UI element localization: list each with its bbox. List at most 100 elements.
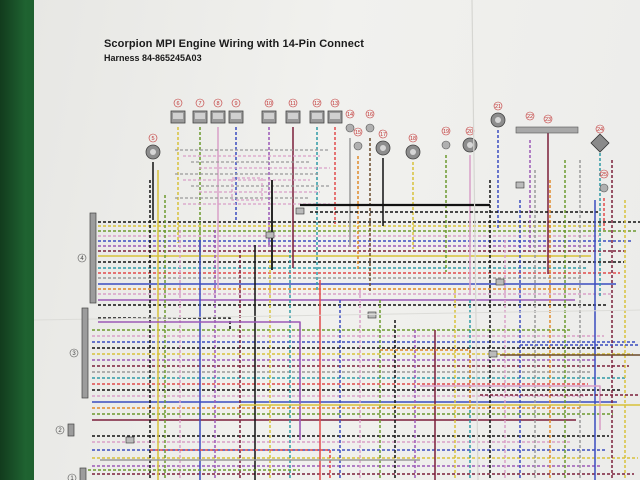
connector-block (67, 423, 75, 437)
callout-circle (330, 98, 340, 108)
callout-circle (595, 124, 605, 134)
sensor-face (410, 149, 416, 155)
callout-number: 3 (72, 351, 76, 357)
connector-pins (330, 113, 340, 119)
callout-number: 1 (70, 476, 74, 480)
sensor-face (150, 149, 156, 155)
splice-point (125, 436, 135, 444)
connector-pins (288, 113, 298, 119)
route-wire (380, 349, 471, 410)
callout-number: 17 (380, 132, 386, 138)
connector-block (79, 467, 87, 480)
callout-circle (441, 126, 451, 136)
route-wire (150, 449, 331, 480)
callout-number: 13 (332, 101, 338, 107)
connector-block (81, 307, 89, 399)
callout-number: 20 (467, 129, 473, 135)
diagram-title: Scorpion MPI Engine Wiring with 14-Pin C… (104, 38, 364, 50)
callout-number: 24 (597, 127, 603, 133)
callout-number: 2 (58, 428, 62, 434)
paper-fold (33, 309, 640, 321)
callout-circle (543, 114, 553, 124)
component-12: 12 (309, 98, 325, 124)
callout-number: 10 (266, 101, 272, 107)
component-25: 25 (599, 169, 609, 193)
callout-number: 8 (216, 101, 219, 107)
callout-circle (288, 98, 298, 108)
component-16: 16 (365, 109, 375, 133)
component-20: 20 (462, 126, 478, 153)
callout-number: 11 (290, 101, 296, 107)
sensor-face (467, 142, 473, 148)
splice-point (295, 207, 305, 215)
connector-pins (231, 113, 241, 119)
callout-circle (365, 109, 375, 119)
callout-circle (148, 133, 158, 143)
component-10: 10 (261, 98, 277, 124)
route-wire (98, 317, 231, 330)
callout-number: 14 (347, 112, 353, 118)
splice-point (367, 311, 377, 319)
component-5: 5 (145, 133, 161, 160)
component-24: 24 (590, 124, 610, 153)
diagram-sheet (34, 0, 640, 480)
connector-pins (173, 113, 183, 119)
component-17: 17 (375, 129, 391, 156)
component-7: 7 (192, 98, 208, 124)
callout-circle (77, 253, 87, 263)
callout-number: 16 (367, 112, 373, 118)
component-14: 14 (345, 109, 355, 133)
callout-circle (173, 98, 183, 108)
callout-number: 23 (545, 117, 551, 123)
callout-circle (195, 98, 205, 108)
side-connector-1: 1 (67, 467, 87, 480)
splice-point (265, 231, 275, 239)
callout-circle (599, 169, 609, 179)
callout-number: 25 (601, 172, 607, 178)
terminal-strip (515, 126, 579, 134)
callout-circle (312, 98, 322, 108)
callout-circle (525, 111, 535, 121)
sensor-body (365, 123, 375, 133)
wire-layer (88, 127, 640, 480)
callout-circle (264, 98, 274, 108)
route-wire (98, 321, 301, 440)
component-22: 22 (515, 111, 579, 134)
callout-number: 22 (527, 114, 533, 120)
component-19: 19 (441, 126, 451, 150)
sensor-body (353, 141, 363, 151)
callout-number: 21 (495, 104, 501, 110)
connector-pins (213, 113, 223, 119)
side-connector-3: 3 (69, 307, 89, 399)
splice-loop (231, 177, 263, 201)
callout-number: 6 (176, 101, 179, 107)
component-21: 21 (490, 101, 506, 128)
component-13: 13 (327, 98, 343, 124)
callout-circle (378, 129, 388, 139)
component-6: 6 (170, 98, 186, 124)
route-wire (420, 385, 601, 430)
sensor-face (380, 145, 386, 151)
callout-circle (67, 473, 77, 480)
callout-circle (345, 109, 355, 119)
diagram-subtitle: Harness 84-865245A03 (104, 53, 202, 63)
connector-pins (195, 113, 205, 119)
callout-circle (69, 348, 79, 358)
callout-number: 7 (198, 101, 201, 107)
sensor-body (441, 140, 451, 150)
sensor-face (495, 117, 501, 123)
callout-circle (55, 425, 65, 435)
component-8: 8 (210, 98, 226, 124)
splice-point (488, 350, 498, 358)
callout-number: 12 (314, 101, 320, 107)
sensor-body (599, 183, 609, 193)
component-9: 9 (228, 98, 244, 124)
splice-point (495, 278, 505, 286)
callout-number: 5 (151, 136, 154, 142)
callout-number: 19 (443, 129, 449, 135)
side-connector-2: 2 (55, 423, 75, 437)
component-18: 18 (405, 133, 421, 160)
